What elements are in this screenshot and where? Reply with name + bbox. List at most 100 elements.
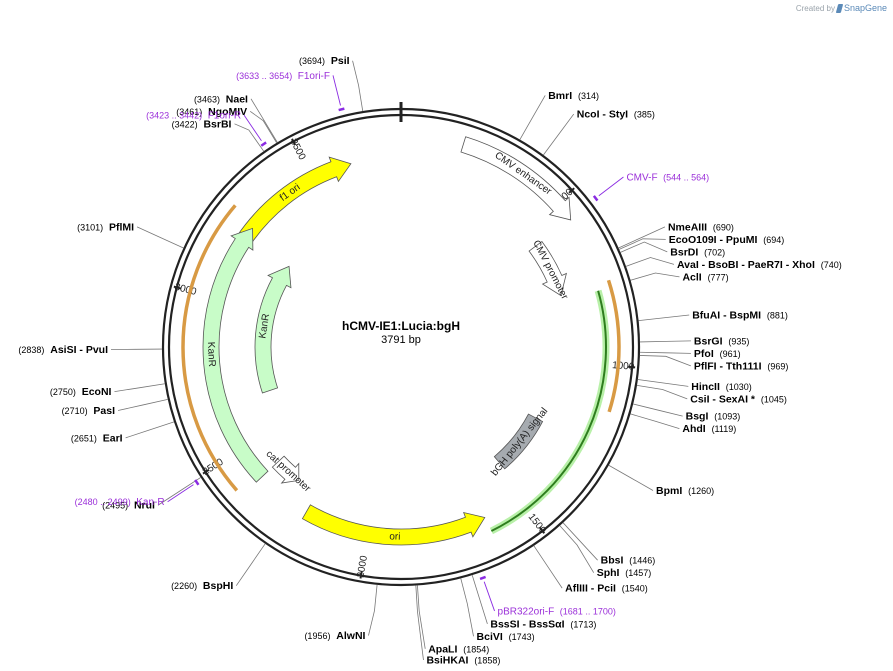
site-leader-line: [637, 379, 689, 387]
feature-arrow: [254, 265, 292, 394]
site-enzyme-name: AflIII - PciI: [565, 583, 616, 595]
site-group: BmrI (314)NcoI - StyI (385)NmeAIII (690)…: [18, 55, 841, 666]
site-leader-line: [630, 272, 680, 281]
site-label: EcoO109I - PpuMI (694): [669, 234, 785, 246]
site-enzyme-name: BspHI: [203, 580, 233, 592]
site-enzyme-name: BssSI - BssSαI: [490, 618, 564, 630]
primer-group: (3633 .. 3654) F1ori-F (3423 .. 3442) F1o…: [75, 71, 710, 618]
site-enzyme-name: BsrGI: [694, 335, 723, 347]
site-leader-line: [125, 421, 175, 439]
site-leader-line: [114, 383, 165, 393]
site-leader-line: [630, 413, 680, 430]
site-label: BciVI (1743): [477, 631, 535, 643]
site-leader-line: [471, 575, 488, 624]
primer-marker: [479, 575, 487, 581]
site-position: (2750): [50, 387, 76, 397]
primer-leader-line: [243, 114, 262, 142]
site-leader-line: [519, 95, 546, 140]
site-leader-line: [608, 464, 654, 491]
site-position: (2651): [71, 433, 97, 443]
credit-prefix: Created by: [795, 3, 835, 13]
primer-leader-line: [483, 581, 495, 612]
feature-label: KanR: [205, 342, 217, 367]
site-enzyme-name: BfuAI - BspMI: [692, 309, 761, 321]
site-position: (777): [708, 272, 729, 282]
site-leader-line: [157, 477, 201, 506]
primer-marker: [592, 195, 599, 202]
primer-name: F1ori-F: [298, 71, 330, 82]
credit-brand: SnapGene: [843, 3, 887, 13]
primer-leader-line: [598, 176, 624, 197]
site-leader-line: [249, 110, 278, 144]
primer-leader-line: [167, 484, 194, 503]
site-leader-line: [638, 314, 690, 322]
site-leader-line: [639, 355, 691, 367]
site-enzyme-name: NruI: [134, 500, 155, 512]
primer-marker: [260, 141, 267, 147]
site-label: NcoI - StyI (385): [577, 109, 655, 121]
site-label: BfuAI - BspMI (881): [692, 309, 788, 321]
site-leader-line: [117, 398, 168, 411]
site-position: (740): [821, 260, 842, 270]
feature-label: cat promoter: [264, 449, 313, 495]
site-position: (1854): [463, 644, 489, 654]
feature-label: ori: [389, 531, 400, 542]
site-label: (2838) AsiSI - PvuI: [18, 344, 108, 356]
primer-label: CMV-F (544 .. 564): [626, 172, 709, 183]
site-label: ApaLI (1854): [428, 643, 489, 655]
site-enzyme-name: BpmI: [656, 485, 682, 497]
backbone-outer-strand: [161, 107, 641, 587]
site-label: (2495) NruI: [102, 500, 155, 512]
feature-label: CMV promoter: [530, 239, 570, 302]
tick-label-2000: 2000: [355, 554, 370, 578]
feature-label: bGH poly(A) signal: [489, 406, 550, 478]
site-enzyme-name: PflMI: [109, 221, 134, 233]
feature-arrow: [301, 504, 486, 546]
site-label: AhdI (1119): [682, 423, 736, 435]
site-position: (3422): [172, 119, 198, 129]
site-position: (1030): [726, 382, 752, 392]
tick-label-3000: 3000: [173, 282, 198, 298]
site-label: AvaI - BsoBI - PaeR7I - XhoI (740): [677, 259, 842, 271]
primer-range: (3633 .. 3654): [236, 71, 292, 81]
primer-name: pBR322ori-F: [498, 606, 555, 617]
tick-label-3500: 3500: [287, 137, 307, 162]
site-enzyme-name: EcoO109I - PpuMI: [669, 234, 758, 246]
site-enzyme-name: EarI: [103, 432, 123, 444]
site-label: (2651) EarI: [71, 432, 123, 444]
site-label: (2260) BspHI: [171, 580, 233, 592]
site-position: (694): [763, 235, 784, 245]
site-position: (1457): [625, 568, 651, 578]
site-enzyme-name: BsgI: [686, 411, 709, 423]
site-leader-line: [639, 340, 691, 343]
site-enzyme-name: HincII: [691, 381, 720, 393]
tick-mark-500: [568, 187, 575, 194]
site-enzyme-name: PsiI: [331, 55, 350, 67]
site-label: BsrDI (702): [670, 246, 725, 258]
site-enzyme-name: AhdI: [682, 423, 705, 435]
site-label: BsiHKAI (1858): [426, 655, 500, 667]
site-position: (690): [713, 222, 734, 232]
site-label: PfoI (961): [694, 348, 741, 360]
site-label: AflIII - PciI (1540): [565, 583, 648, 595]
feature-label: KanR: [257, 313, 272, 339]
site-position: (2260): [171, 581, 197, 591]
primer-leader-line: [332, 75, 341, 106]
primer-name: CMV-F: [626, 172, 657, 183]
site-label: (3422) BsrBI: [172, 118, 232, 130]
primer-label: (3633 .. 3654) F1ori-F: [236, 71, 330, 82]
tick-mark-1000: [628, 365, 636, 369]
tick-mark-3500: [291, 138, 297, 146]
site-leader-line: [533, 545, 563, 589]
site-label: (2710) PasI: [62, 405, 116, 417]
feature-highlight-line: [490, 290, 607, 532]
primer-range: (1681 .. 1700): [560, 606, 616, 616]
site-label: (3101) PflMI: [77, 221, 134, 233]
site-leader-line: [460, 578, 474, 637]
site-label: (3461) NgoMIV: [176, 106, 247, 118]
primer-range: (3423 .. 3442): [146, 111, 202, 121]
primer-marker: [338, 107, 345, 112]
site-enzyme-name: AclI: [682, 271, 701, 283]
site-enzyme-name: NcoI - StyI: [577, 109, 628, 121]
site-position: (3463): [194, 94, 220, 104]
